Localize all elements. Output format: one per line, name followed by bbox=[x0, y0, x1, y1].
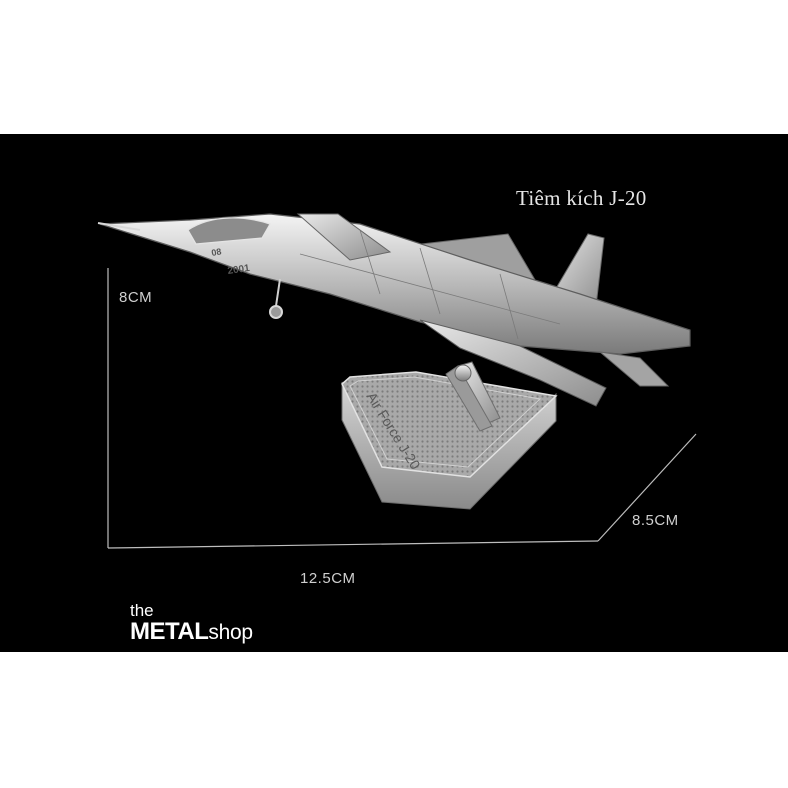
stand-base-bevel bbox=[349, 376, 542, 468]
product-title: Tiêm kích J-20 bbox=[516, 186, 647, 210]
dimension-lines bbox=[107, 268, 697, 549]
jet-fighter: 2001 08 bbox=[97, 213, 691, 407]
product-photo-panel: 2001 08 Air Force J-20 Tiêm kích J-20 8C… bbox=[0, 134, 788, 652]
jet-model-illustration: 2001 08 Air Force J-20 bbox=[97, 213, 697, 549]
stand-base-top bbox=[341, 371, 558, 478]
hull-number-nose: 08 bbox=[211, 246, 223, 258]
canopy bbox=[187, 217, 271, 245]
width-dimension-label: 12.5CM bbox=[300, 570, 356, 587]
brand-logo-prefix: the bbox=[130, 601, 154, 620]
depth-dimension-line bbox=[597, 433, 697, 542]
main-wing-near bbox=[419, 319, 607, 407]
fuselage bbox=[99, 213, 691, 355]
canard bbox=[296, 213, 392, 261]
display-stand bbox=[341, 361, 558, 510]
brand-logo-suffix: shop bbox=[208, 621, 253, 644]
ventral-fin bbox=[598, 351, 670, 387]
nose-landing-gear bbox=[269, 278, 283, 319]
nose-probe bbox=[97, 222, 141, 231]
brand-logo-main: METAL bbox=[130, 618, 209, 645]
width-dimension-line bbox=[107, 540, 599, 549]
stand-arm-rear bbox=[445, 365, 493, 432]
height-dimension-label: 8CM bbox=[119, 289, 153, 306]
stand-pivot bbox=[454, 364, 472, 382]
brand-logo: the METALshop bbox=[130, 602, 253, 644]
depth-dimension-label: 8.5CM bbox=[632, 512, 679, 529]
hull-number: 2001 bbox=[227, 263, 251, 277]
